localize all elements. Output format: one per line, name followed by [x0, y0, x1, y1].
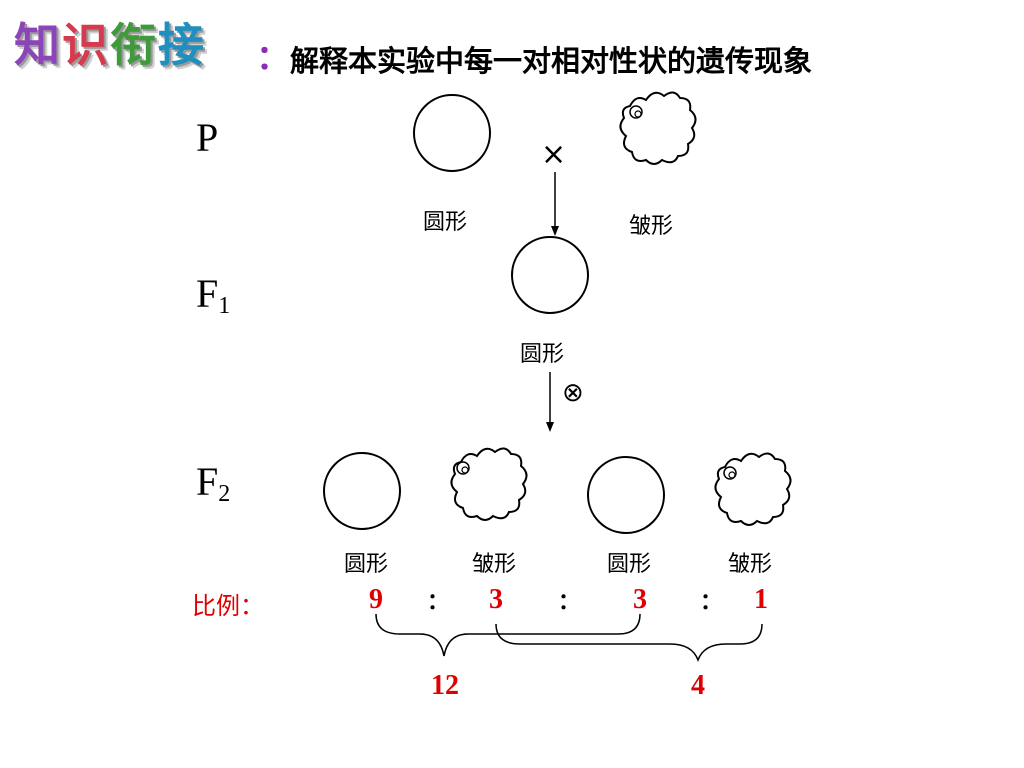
brace-group-4 — [495, 623, 763, 663]
f2-label-4: 皱形 — [728, 552, 773, 577]
round-pea-icon — [323, 452, 401, 530]
ratio-separator-3: ： — [700, 590, 723, 615]
ratio-value-4: 1 — [754, 584, 768, 615]
f2-base: F — [196, 459, 219, 504]
f1-subscript: 1 — [218, 293, 231, 319]
title-wordart: 知识衔接 — [14, 22, 206, 68]
ratio-label: 比例： — [192, 592, 264, 620]
title-char-2: 识 — [62, 18, 110, 72]
f1-base: F — [196, 271, 219, 316]
brace-group-12 — [375, 613, 641, 657]
f2-label-1: 圆形 — [344, 552, 389, 577]
p-to-f1-arrowhead — [551, 226, 559, 236]
title-char-1: 知 — [14, 18, 62, 72]
f1-to-f2-arrowhead — [546, 422, 554, 432]
ratio-value-2: 3 — [489, 584, 503, 615]
p-round-label: 圆形 — [423, 210, 468, 235]
ratio-separator-2: ： — [558, 590, 581, 615]
f2-subscript: 2 — [218, 481, 231, 507]
page-subtitle: 解释本实验中每一对相对性状的遗传现象 — [290, 44, 813, 78]
ratio-value-1: 9 — [369, 584, 383, 615]
f2-label-2: 皱形 — [472, 552, 517, 577]
round-pea-icon — [587, 456, 665, 534]
self-cross-icon: ⊗ — [562, 378, 584, 408]
cross-symbol: × — [541, 137, 567, 172]
ratio-separator-1: ： — [427, 590, 450, 615]
ratio-value-3: 3 — [633, 584, 647, 615]
generation-p-label: P — [196, 115, 219, 160]
title-colon: ： — [256, 38, 290, 78]
group-total-12: 12 — [431, 670, 459, 701]
f2-label-3: 圆形 — [607, 552, 652, 577]
generation-f1-label: F1 — [196, 271, 231, 319]
p-wrinkled-label: 皱形 — [629, 214, 674, 239]
wrinkled-pea-icon — [450, 447, 528, 521]
wrinkled-pea-icon — [619, 91, 697, 165]
wrinkled-pea-icon — [714, 452, 792, 526]
round-pea-icon — [413, 94, 491, 172]
generation-f2-label: F2 — [196, 459, 231, 507]
group-total-4: 4 — [691, 670, 705, 701]
title-char-3: 衔 — [110, 18, 158, 72]
round-pea-icon — [511, 236, 589, 314]
title-char-4: 接 — [158, 18, 206, 72]
f1-round-label: 圆形 — [520, 342, 565, 367]
